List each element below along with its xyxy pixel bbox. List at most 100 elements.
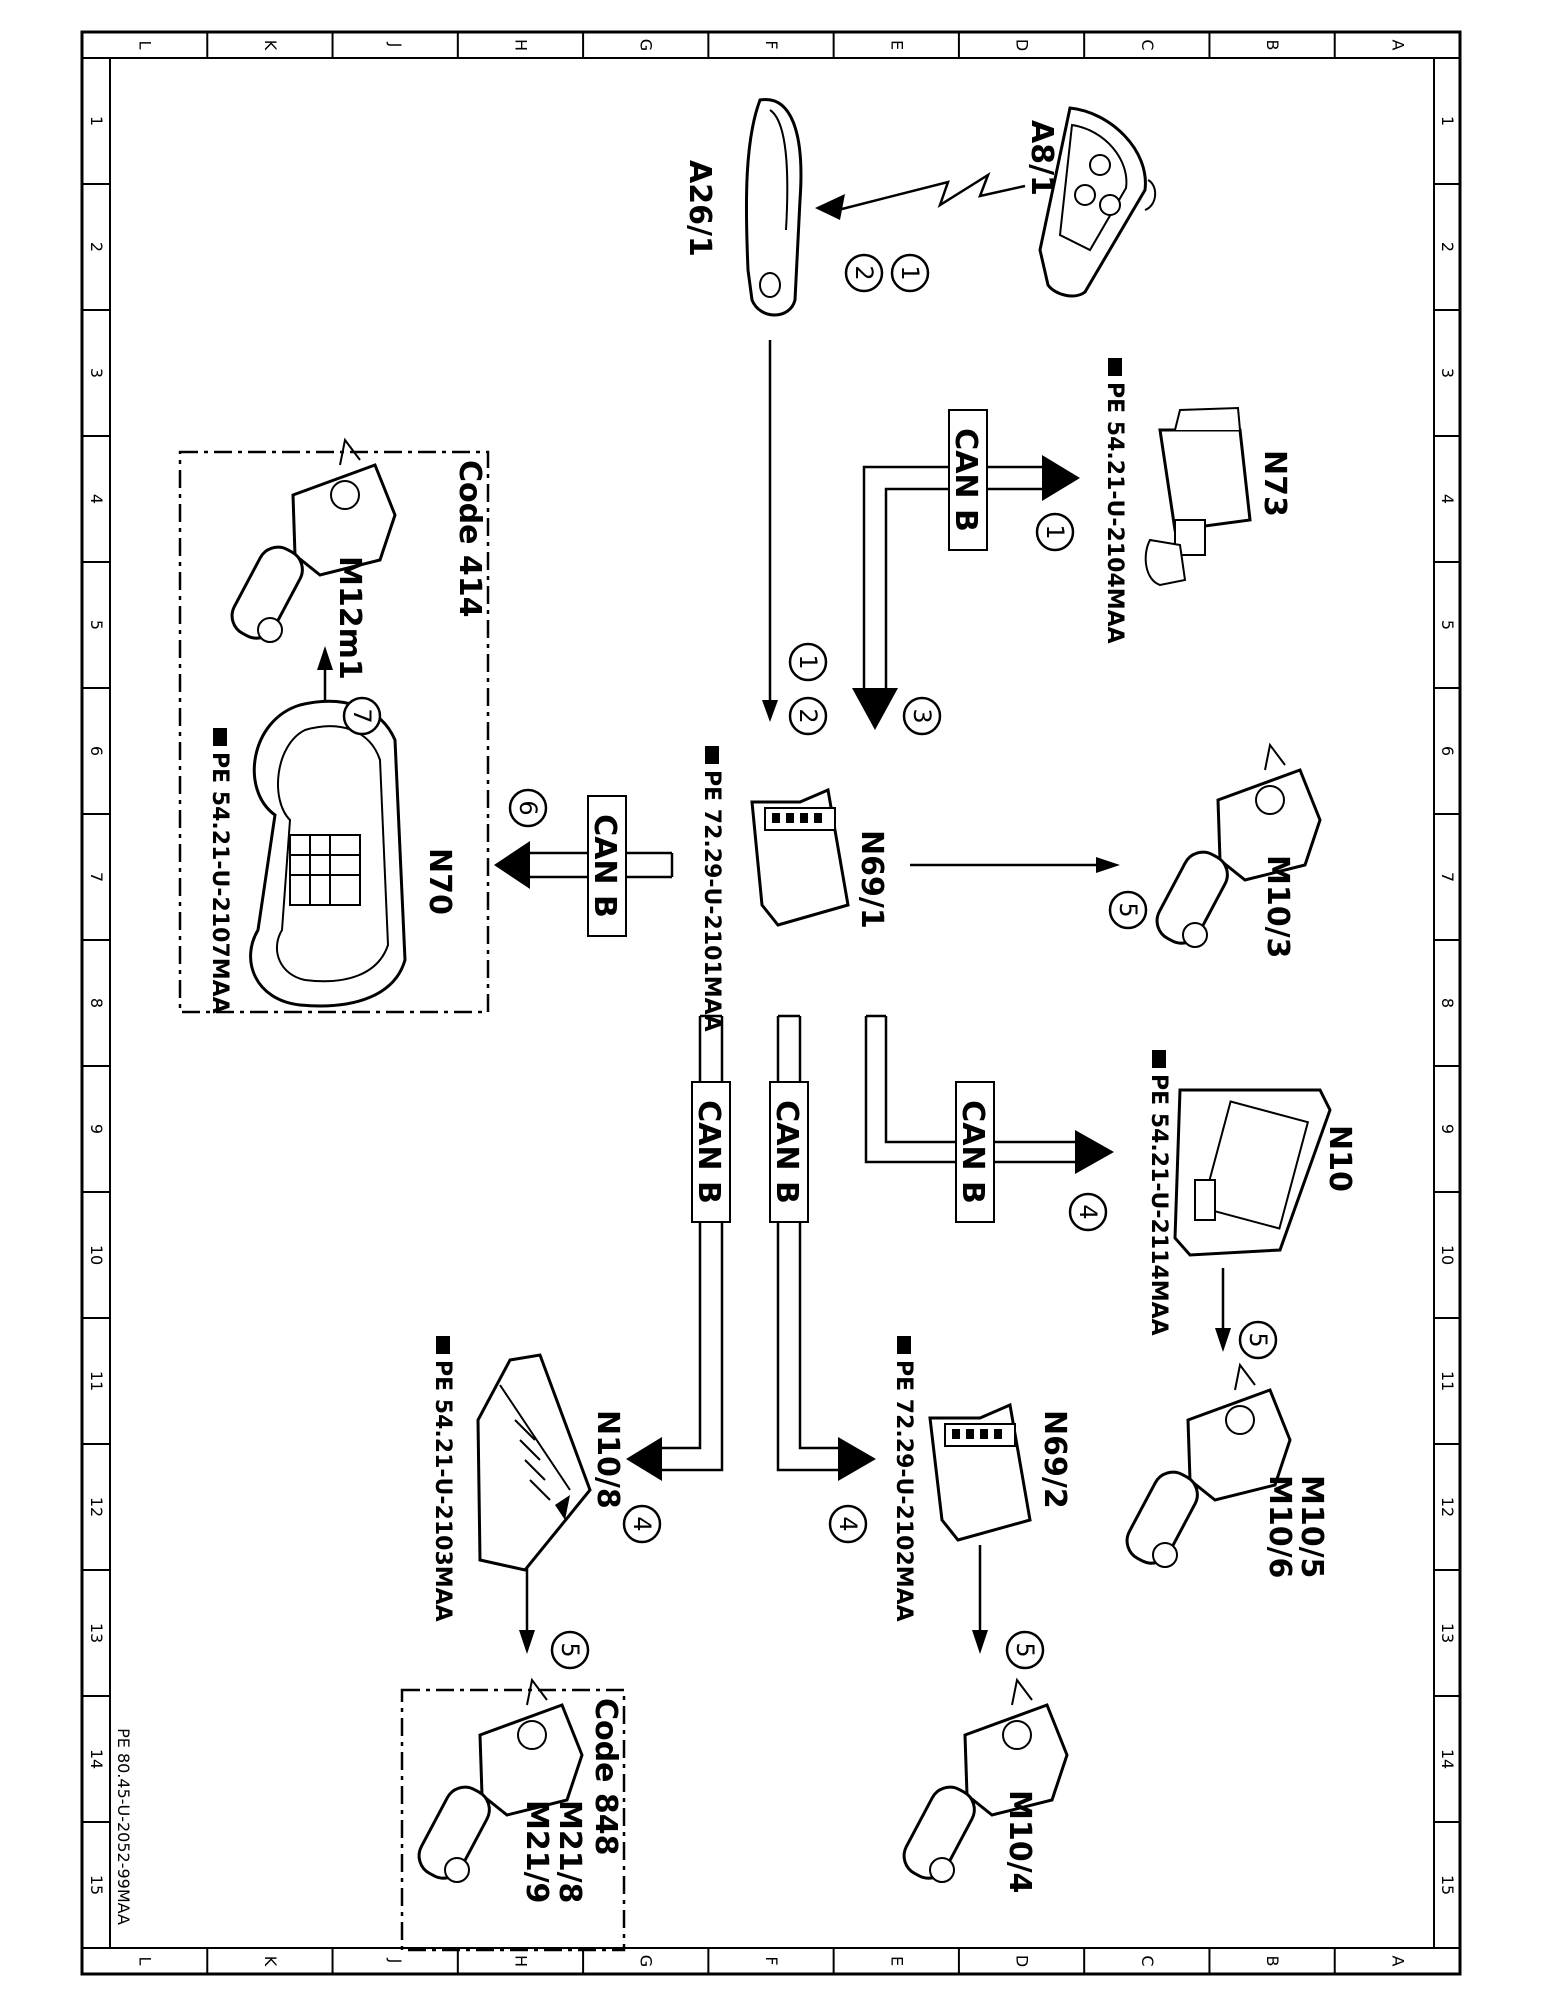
step-7-m12: 7 [348,708,376,723]
motor-m10-5-icon [1125,1362,1292,1568]
connections [323,171,1225,1640]
grid-letter-bottom: D [1013,1955,1032,1967]
radio-signal-line [837,171,1026,212]
ref-n10: PE 54.21-U-2114MAA [1146,1074,1171,1336]
step-5-m10-4: 5 [1011,1642,1039,1657]
can-arrow-n10-8 [626,1437,662,1481]
can-box-n10 [955,1081,995,1223]
grid-number-right: 12 [1438,1497,1457,1517]
border-ticks [81,32,1461,1974]
can-buses [530,465,1075,1472]
overhead-control-panel-icon [249,699,407,1008]
label-a26-1: A26/1 [682,160,717,257]
label-n10: N10 [1322,1125,1357,1192]
motor-m21-icon [417,1677,584,1883]
arrowhead-a26 [815,194,845,220]
hand-pointer-icon [1108,358,1122,376]
step-1-n69: 1 [794,654,822,669]
grid-number-right: 3 [1438,368,1457,378]
ref-n69-2: PE 72.29-U-2102MAA [891,1360,916,1622]
ref-n69-1: PE 72.29-U-2101MAA [699,770,724,1032]
grid-letter-bottom: F [762,1956,781,1965]
can-box-n10-8 [691,1081,731,1223]
grid-number-right: 9 [1438,1124,1457,1134]
can-bus-n10 [864,1014,1075,1164]
grid-number-left: 14 [87,1749,106,1769]
step-2-n69: 2 [794,708,822,723]
grid-number-right: 10 [1438,1245,1457,1265]
hand-pointer-icon [436,1336,450,1354]
grid-letter-top: C [1138,39,1157,50]
label-n69-1: N69/1 [854,830,889,929]
reference-icons [213,358,1166,1354]
grid-letter-top: D [1013,39,1032,51]
ignition-switch-icon [1144,406,1252,587]
grid-number-right: 8 [1438,998,1457,1008]
arrowhead-m12 [317,646,333,670]
grid-number-right: 5 [1438,620,1457,630]
code-414-box [178,450,490,1014]
grid-number-left: 13 [87,1623,106,1643]
door-handle-icon [744,98,803,317]
grid-letter-top: E [887,40,906,50]
step-1-a26: 1 [896,265,924,280]
label-n73: N73 [1257,450,1292,517]
grid-number-left: 4 [87,494,106,504]
grid-letter-top: H [511,39,530,51]
label-m12m1: M12m1 [332,556,367,680]
hand-pointer-icon [705,746,719,764]
grid-letter-top: G [637,39,656,51]
step-5-m21: 5 [556,1642,584,1657]
arrowhead-n69-top [762,700,778,722]
label-m10-5: M10/5 [1294,1475,1329,1578]
code-labels: Code 414 Code 848 [452,460,623,1856]
grid-letter-bottom: C [1138,1955,1157,1966]
label-m10-4: M10/4 [1002,1790,1037,1893]
frame [80,30,1462,1976]
document-code: PE 80.45-U-2052-99MAA [114,1728,133,1925]
grid-letter-bottom: L [136,1957,155,1966]
can-box-n69-2 [769,1081,809,1223]
label-code-848: Code 848 [588,1698,623,1856]
ref-n70: PE 54.21-U-2107MAA [207,752,232,1014]
step-4-n69-2: 4 [834,1516,862,1531]
grid-number-right: 4 [1438,494,1457,504]
grid-letter-bottom: G [637,1955,656,1967]
grid-letter-top: K [261,40,280,51]
motor-m10-3-icon [1155,742,1322,948]
code-848-box [400,1688,626,1952]
grid-letter-bottom: A [1388,1956,1407,1967]
grid-number-left: 2 [87,242,106,252]
grid-number-left: 9 [87,1124,106,1134]
label-m21-8: M21/8 [552,1800,587,1903]
arrowhead-m10-4 [972,1630,988,1654]
label-n70: N70 [422,848,457,915]
step-2-a26: 2 [850,265,878,280]
can-arrow-n73 [1042,455,1080,501]
grid-letter-bottom: E [887,1956,906,1966]
label-n10-8: N10/8 [590,1410,625,1509]
small-arrowheads [317,194,1231,1654]
can-box-n73 [948,409,988,551]
step-3-n69: 3 [908,708,936,723]
grid-number-left: 11 [87,1371,106,1391]
sam-module-icon [1173,1088,1332,1257]
can-label-n73: CAN B [948,428,983,532]
grid-number-right: 14 [1438,1749,1457,1769]
grid-number-left: 10 [87,1245,106,1265]
arrowhead-m10-5 [1215,1328,1231,1352]
label-m21-9: M21/9 [519,1800,554,1903]
grid-number-right: 11 [1438,1371,1457,1391]
can-label-n69-2: CAN B [769,1100,804,1204]
grid-number-left: 12 [87,1497,106,1517]
component-labels: A8/1 A26/1 N73 N69/1 M10/3 N10 M10/5 M10… [332,120,1357,1903]
grid-number-right: 7 [1438,872,1457,882]
hand-pointer-icon [1152,1050,1166,1068]
grid-number-right: 15 [1438,1875,1457,1895]
label-m10-6: M10/6 [1262,1475,1297,1578]
step-numbers: 1 2 1 1 2 3 5 4 5 4 4 5 5 6 7 [348,265,1272,1657]
hand-pointer-icon [213,728,227,746]
label-code-414: Code 414 [452,460,487,618]
step-5-m10-3: 5 [1114,902,1142,917]
